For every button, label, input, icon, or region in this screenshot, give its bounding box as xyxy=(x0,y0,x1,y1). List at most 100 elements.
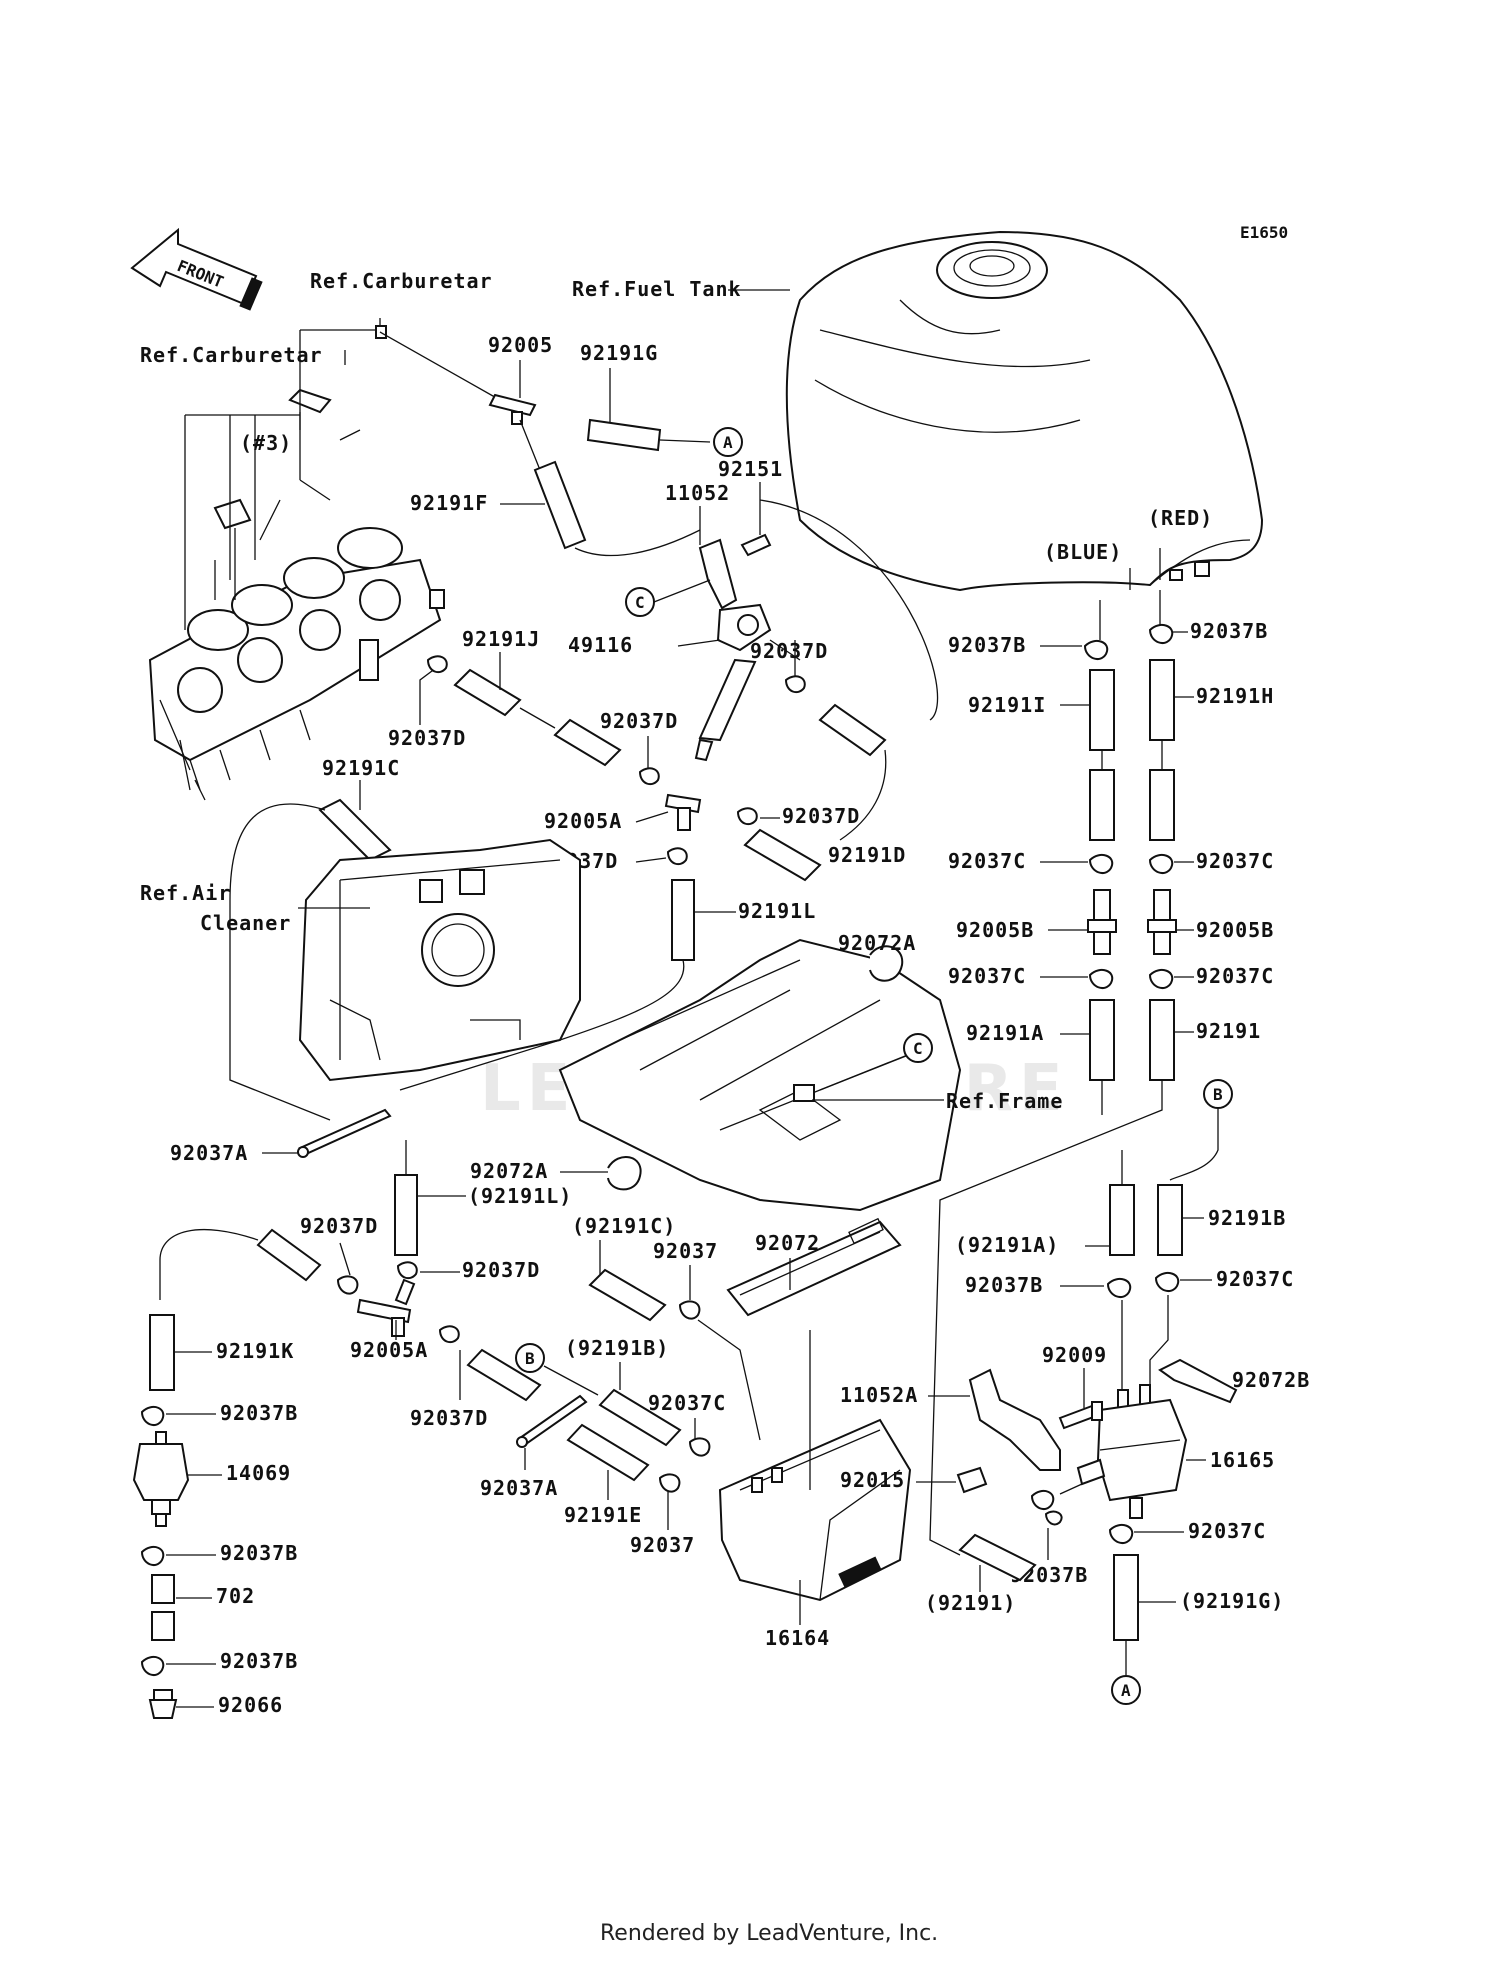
part-92191C-paren-label: (92191C) xyxy=(572,1214,676,1238)
hose-92191L-lower xyxy=(394,1174,418,1256)
part-702-label: 702 xyxy=(216,1584,255,1608)
hose-92191B-lower xyxy=(598,1388,682,1447)
fuel-tank xyxy=(785,230,1264,592)
part-92151-label: 92151 xyxy=(718,457,783,481)
callout-B-left xyxy=(515,1343,545,1373)
clamp-92037D-e xyxy=(784,675,806,694)
part-92009-label: 92009 xyxy=(1042,1343,1107,1367)
tee-fitting-92005A-upper xyxy=(664,793,702,831)
part-92005-label: 92005 xyxy=(488,333,553,357)
part-92191-paren-label: (92191) xyxy=(925,1591,1016,1615)
clamp-92037D-a xyxy=(426,655,448,674)
part-92037C-label-r5: 92037C xyxy=(1216,1267,1294,1291)
part-92037A-label-a: 92037A xyxy=(170,1141,248,1165)
clamp-92037-a xyxy=(678,1300,701,1320)
clamp-92037B-l2 xyxy=(140,1545,165,1567)
ref-air-cleaner-label-1: Ref.Air xyxy=(140,881,231,905)
hose-92191A-lower xyxy=(1109,1184,1135,1256)
clamp-92037D-d xyxy=(666,847,688,866)
part-92037C-mid-label: 92037C xyxy=(648,1391,726,1415)
part-92037C-label-r3: 92037C xyxy=(948,964,1026,988)
band-92072A-lower xyxy=(607,1156,642,1191)
clamp-92037B-r3 xyxy=(1106,1277,1132,1299)
part-92191B-paren-label: (92191B) xyxy=(565,1336,669,1360)
fuel-filter-14069 xyxy=(132,1431,190,1527)
part-92072B-label: 92072B xyxy=(1232,1368,1310,1392)
part-92191I-label: 92191I xyxy=(968,693,1046,717)
clamp-92037C-r2 xyxy=(1148,853,1174,875)
valve-49116 xyxy=(694,603,772,762)
ref-air-cleaner-label-2: Cleaner xyxy=(200,911,291,935)
callout-C-top-label: C xyxy=(635,593,645,612)
clamp-92037D-f xyxy=(336,1275,359,1295)
part-92005B-label-l: 92005B xyxy=(956,918,1034,942)
part-14069-label: 14069 xyxy=(226,1461,291,1485)
hose-702 xyxy=(151,1574,175,1641)
hose-92191A xyxy=(1089,999,1115,1081)
part-92037B-label-l2: 92037B xyxy=(220,1541,298,1565)
clamp-92037B-r2 xyxy=(1148,623,1174,645)
part-92037C-label-r2: 92037C xyxy=(1196,849,1274,873)
tie-92037A-lower xyxy=(516,1394,588,1448)
part-92037D-label-f: 92037D xyxy=(300,1214,378,1238)
callout-A-top xyxy=(713,427,743,457)
hose-92191D xyxy=(743,703,887,882)
clamp-92037C-mid xyxy=(688,1437,711,1457)
part-92191F-label: 92191F xyxy=(410,491,488,515)
clamp-92037C-r3 xyxy=(1088,968,1114,990)
part-92037-label-b: 92037 xyxy=(630,1533,695,1557)
part-16164-label: 16164 xyxy=(765,1626,830,1650)
part-92191L-label: 92191L xyxy=(738,899,816,923)
callout-C-frame-label: C xyxy=(913,1039,923,1058)
part-92005A-label-b: 92005A xyxy=(350,1338,428,1362)
part-92005A-label-a: 92005A xyxy=(544,809,622,833)
callout-A-bottom-label: A xyxy=(1121,1681,1131,1700)
part-92191G-label: 92191G xyxy=(580,341,658,365)
part-92191H-label: 92191H xyxy=(1196,684,1274,708)
hose-92191-paren-lower xyxy=(958,1533,1037,1582)
callout-C-frame xyxy=(903,1033,933,1063)
part-11052-label: 11052 xyxy=(665,481,730,505)
part-92191K-label: 92191K xyxy=(216,1339,294,1363)
clamp-92037D-g xyxy=(396,1261,418,1280)
fitting-92015 xyxy=(956,1466,988,1494)
callout-B-left-label: B xyxy=(525,1349,535,1368)
clamp-92037B-l3 xyxy=(140,1655,165,1677)
hose-92191F xyxy=(533,460,587,550)
part-92191A-paren-label: (92191A) xyxy=(955,1233,1059,1257)
hose-92191G-lower xyxy=(1113,1554,1139,1641)
callout-A-top-label: A xyxy=(723,433,733,452)
part-92191B-label: 92191B xyxy=(1208,1206,1286,1230)
blue-hose-label: (BLUE) xyxy=(1044,540,1122,564)
hose-92191G xyxy=(586,418,662,452)
part-92072A-label-a: 92072A xyxy=(838,931,916,955)
clamp-92037D-h xyxy=(438,1325,460,1344)
clamp-92037C-r4 xyxy=(1148,968,1174,990)
hose-92191E xyxy=(566,1423,650,1482)
part-92037C-label-r4: 92037C xyxy=(1196,964,1274,988)
air-cleaner xyxy=(298,838,581,1082)
band-92072A-upper xyxy=(869,945,904,982)
bracket-11052A xyxy=(968,1368,1061,1471)
part-92066-label: 92066 xyxy=(218,1693,283,1717)
part-92037C-label-r6: 92037C xyxy=(1188,1519,1266,1543)
clamp-92037D-b xyxy=(638,767,660,786)
ref-carburetor-label-left: Ref.Carburetar xyxy=(140,343,323,367)
hose-92191C-lower xyxy=(588,1268,667,1322)
part-92037B-label-r2: 92037B xyxy=(1190,619,1268,643)
part-92072A-label-b: 92072A xyxy=(470,1159,548,1183)
clamp-92037B-r4 xyxy=(1030,1489,1055,1511)
hose-92191K xyxy=(149,1314,175,1391)
part-92037D-label-h: 92037D xyxy=(410,1406,488,1430)
part-92191L-paren-label: (92191L) xyxy=(468,1184,572,1208)
part-92191-label: 92191 xyxy=(1196,1019,1261,1043)
hose-92191L xyxy=(671,879,695,961)
part-92191D-label: 92191D xyxy=(828,843,906,867)
part-92037D-label-b: 92037D xyxy=(600,709,678,733)
frame-section xyxy=(558,938,962,1212)
part-92037-label-a: 92037 xyxy=(653,1239,718,1263)
part-92037D-label-a: 92037D xyxy=(388,726,466,750)
part-92191J-label: 92191J xyxy=(462,627,540,651)
ref-carburetor-label-top: Ref.Carburetar xyxy=(310,269,493,293)
tee-fitting-92005 xyxy=(488,393,537,425)
